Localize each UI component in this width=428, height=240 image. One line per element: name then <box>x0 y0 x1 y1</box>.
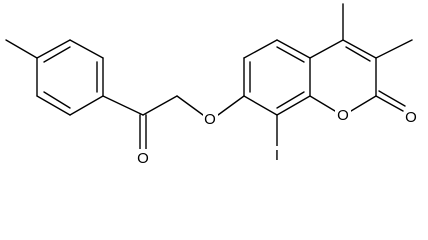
ring-bond <box>243 39 278 59</box>
tolyl-ring <box>5 39 104 116</box>
ring-oxygen-label: O <box>337 107 349 124</box>
keto-linker <box>102 95 204 151</box>
coumarin-benzo-ring <box>217 39 311 147</box>
ring-bond <box>69 95 104 116</box>
ring-bond <box>342 39 377 59</box>
ring-bond <box>36 95 71 116</box>
ring-oxygen-bond <box>309 95 336 112</box>
ether-ring-bond <box>217 95 245 116</box>
ring-bond <box>276 95 311 116</box>
label-bg <box>203 110 218 127</box>
structure-canvas: O O O O I <box>5 3 419 167</box>
ether-oxygen-label: O <box>204 111 216 128</box>
ring-double-bond <box>276 46 305 63</box>
ring-bond <box>36 39 71 59</box>
iodine-label: I <box>275 147 279 164</box>
carbonyl-oxygen-label: O <box>137 150 149 167</box>
ring-bond <box>243 95 278 116</box>
lactone-carbon-oxygen-bond <box>350 95 377 112</box>
coumarin-pyrone-ring <box>309 3 413 112</box>
label-bg <box>335 106 351 123</box>
aryl-carbonyl-bond <box>102 95 144 116</box>
lactone-oxygen-label: O <box>405 109 417 126</box>
ring-double-bond <box>276 91 305 109</box>
lactone-double-bond <box>378 90 406 107</box>
lactone-double-bond <box>375 95 404 112</box>
methyl-bond-c3 <box>375 39 413 59</box>
label-bg <box>404 108 419 125</box>
ring-double-bond <box>43 46 71 63</box>
label-bg <box>135 149 149 166</box>
molecule-drawing: O O O O I <box>5 3 419 167</box>
ring-bond <box>276 39 311 59</box>
carbonyl-ch2-bond <box>142 95 178 116</box>
ring-double-bond <box>345 46 371 62</box>
ring-bond <box>69 39 104 59</box>
ring-double-bond <box>43 91 71 109</box>
ch2-oxygen-bond <box>176 95 204 116</box>
ring-bond <box>309 39 344 59</box>
methyl-bond-left <box>5 39 38 59</box>
atom-labels: O O O O I <box>135 106 419 167</box>
label-bg <box>272 146 282 163</box>
